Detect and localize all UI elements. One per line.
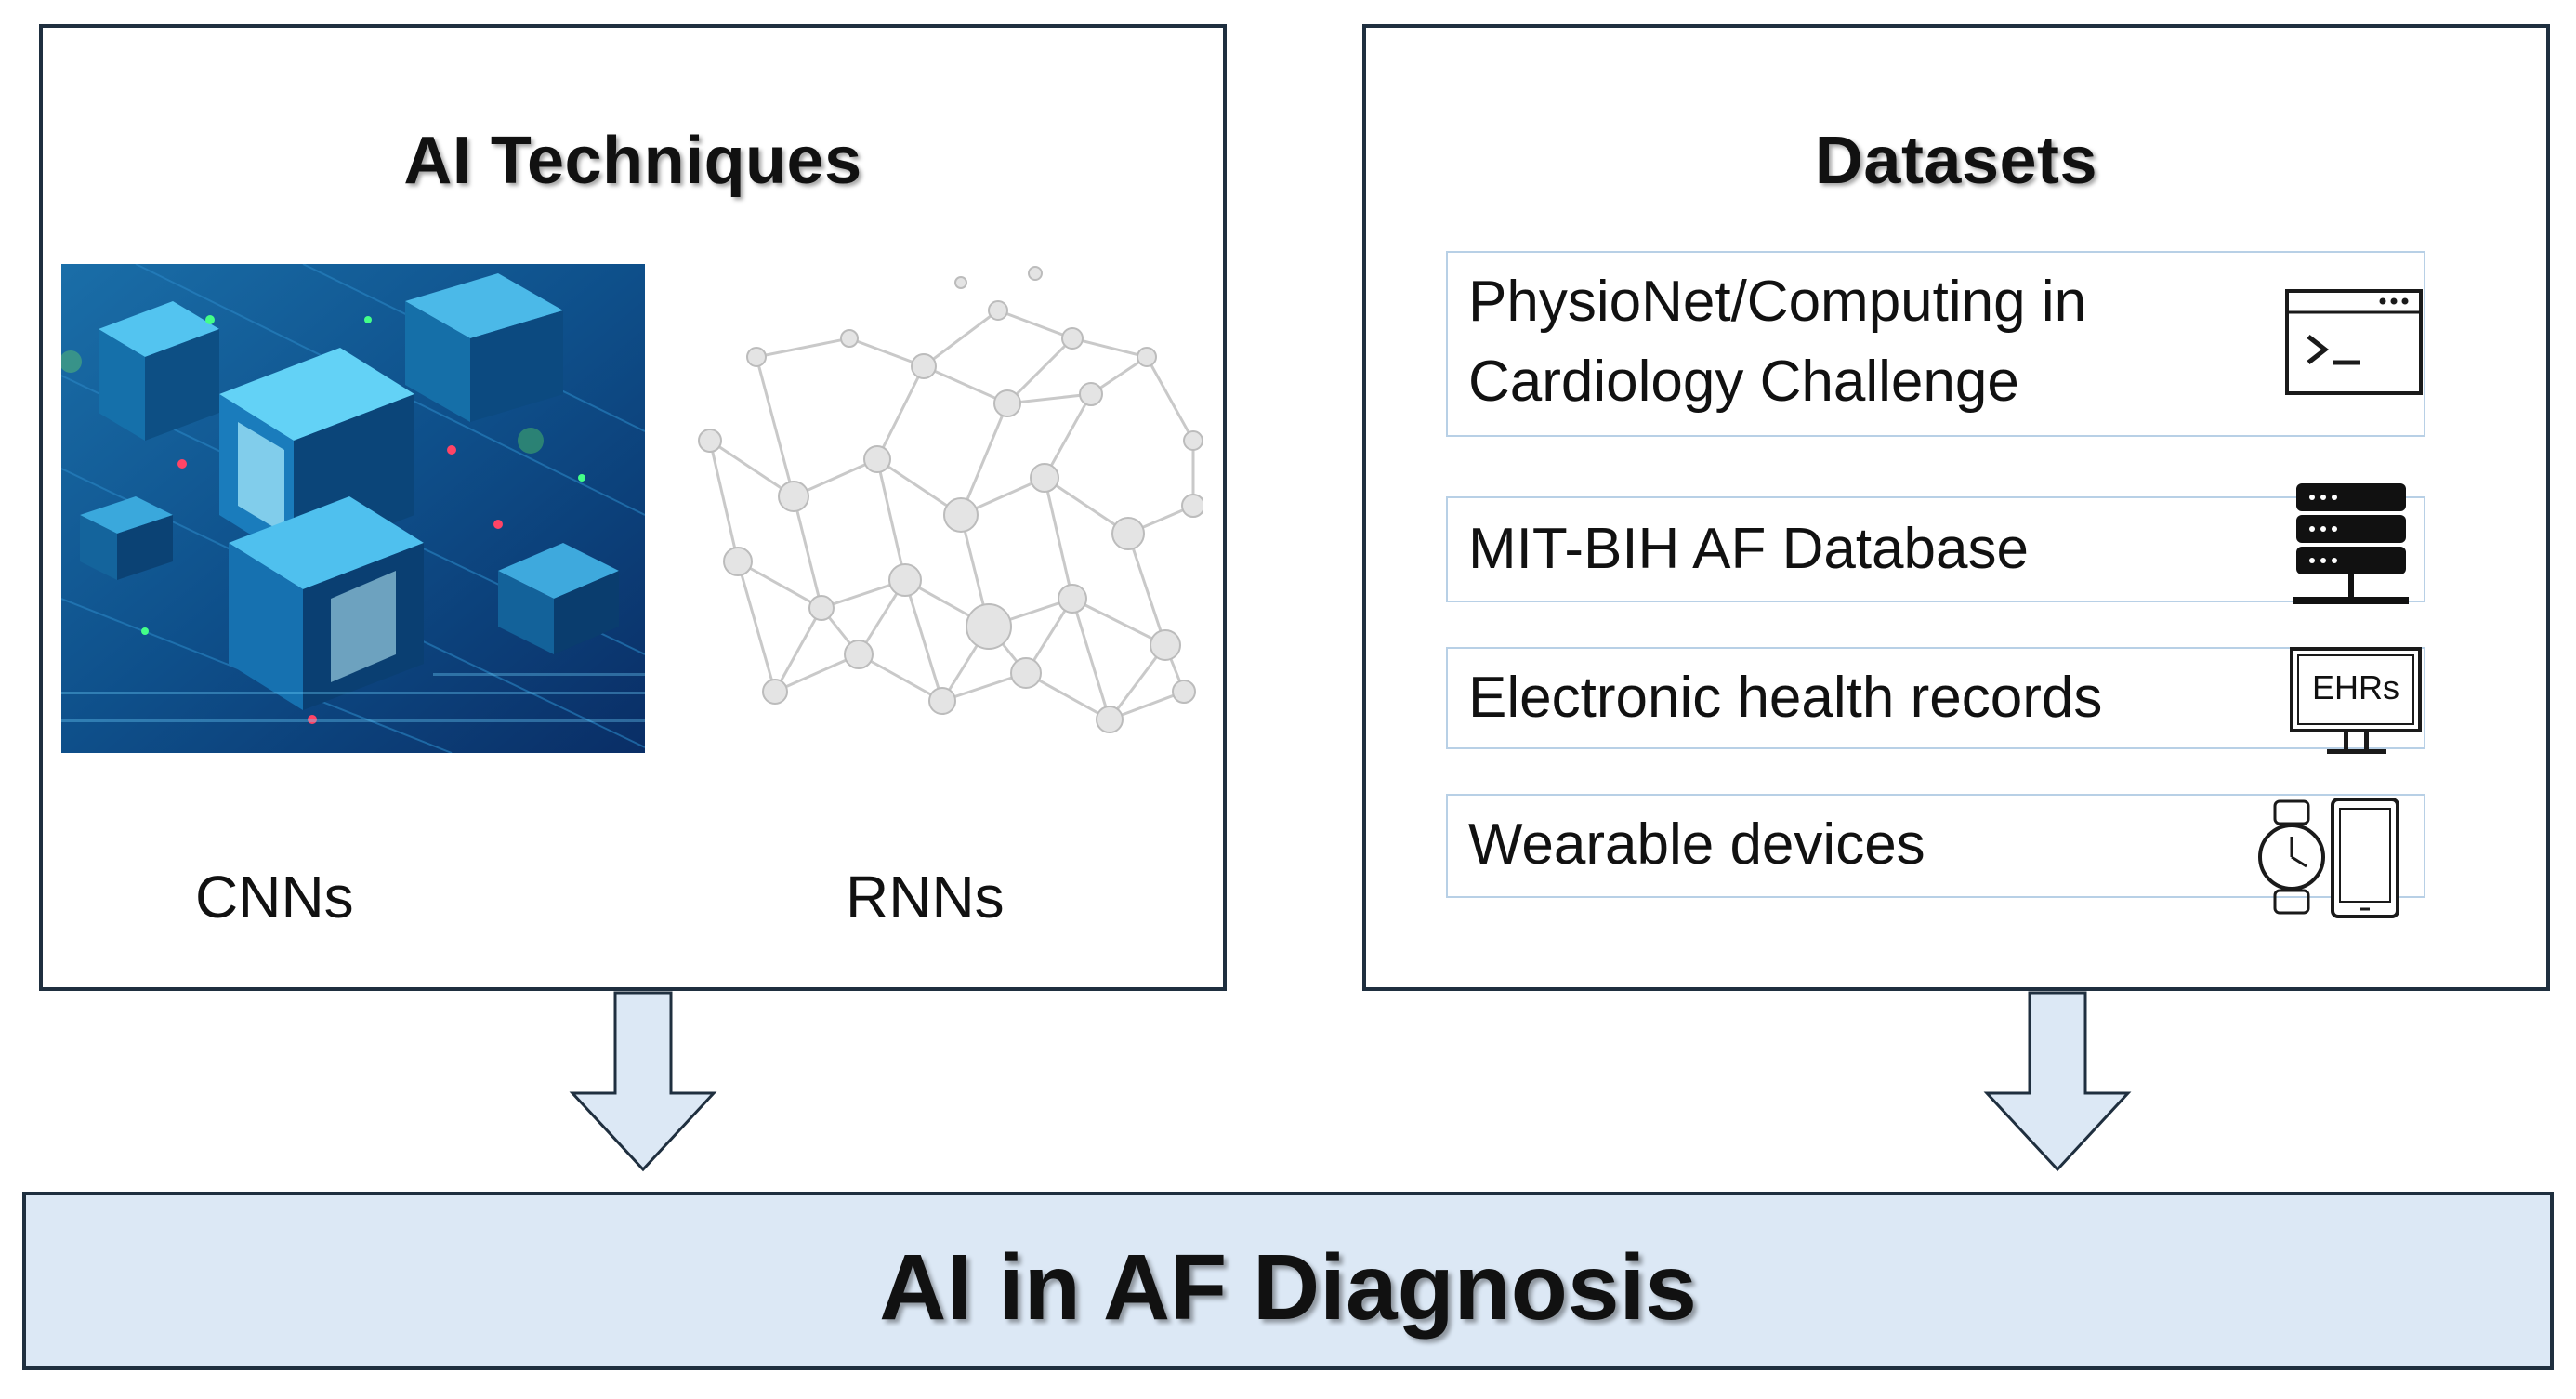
dataset-item-wearables: Wearable devices [1446, 794, 2425, 918]
ai-techniques-title: AI Techniques [403, 124, 862, 198]
dataset-label-line: Cardiology Challenge [1468, 350, 2019, 414]
down-arrow-right [1983, 991, 2132, 1178]
dataset-label: PhysioNet/Computing in Cardiology Challe… [1468, 262, 2086, 422]
watch-phone-icon [2256, 798, 2405, 925]
dataset-label: MIT-BIH AF Database [1468, 517, 2029, 581]
datasets-panel: Datasets PhysioNet/Computing in Cardiolo… [1362, 24, 2550, 991]
datasets-title: Datasets [1814, 124, 2098, 198]
dataset-item-ehr: Electronic health records EHRs [1446, 647, 2425, 754]
rnn-illustration [682, 255, 1203, 794]
rnn-label: RNNs [846, 864, 1005, 930]
monitor-icon: EHRs [2288, 645, 2427, 760]
dataset-item-physionet: PhysioNet/Computing in Cardiology Challe… [1446, 251, 2425, 437]
dataset-label: Electronic health records [1468, 666, 2103, 730]
banner-title: AI in AF Diagnosis [879, 1235, 1697, 1340]
monitor-icon-text: EHRs [2311, 668, 2399, 706]
cnn-illustration [61, 264, 645, 753]
cnn-label: CNNs [195, 864, 354, 930]
terminal-icon [2284, 288, 2424, 401]
dataset-label: Wearable devices [1468, 812, 1925, 877]
ai-in-af-diagnosis-banner: AI in AF Diagnosis [22, 1192, 2554, 1370]
dataset-item-mit-bih: MIT-BIH AF Database [1446, 483, 2425, 604]
down-arrow-left [569, 991, 717, 1178]
server-icon [2292, 482, 2412, 614]
ai-techniques-panel: AI Techniques [39, 24, 1227, 991]
dataset-label-line: PhysioNet/Computing in [1468, 270, 2087, 334]
